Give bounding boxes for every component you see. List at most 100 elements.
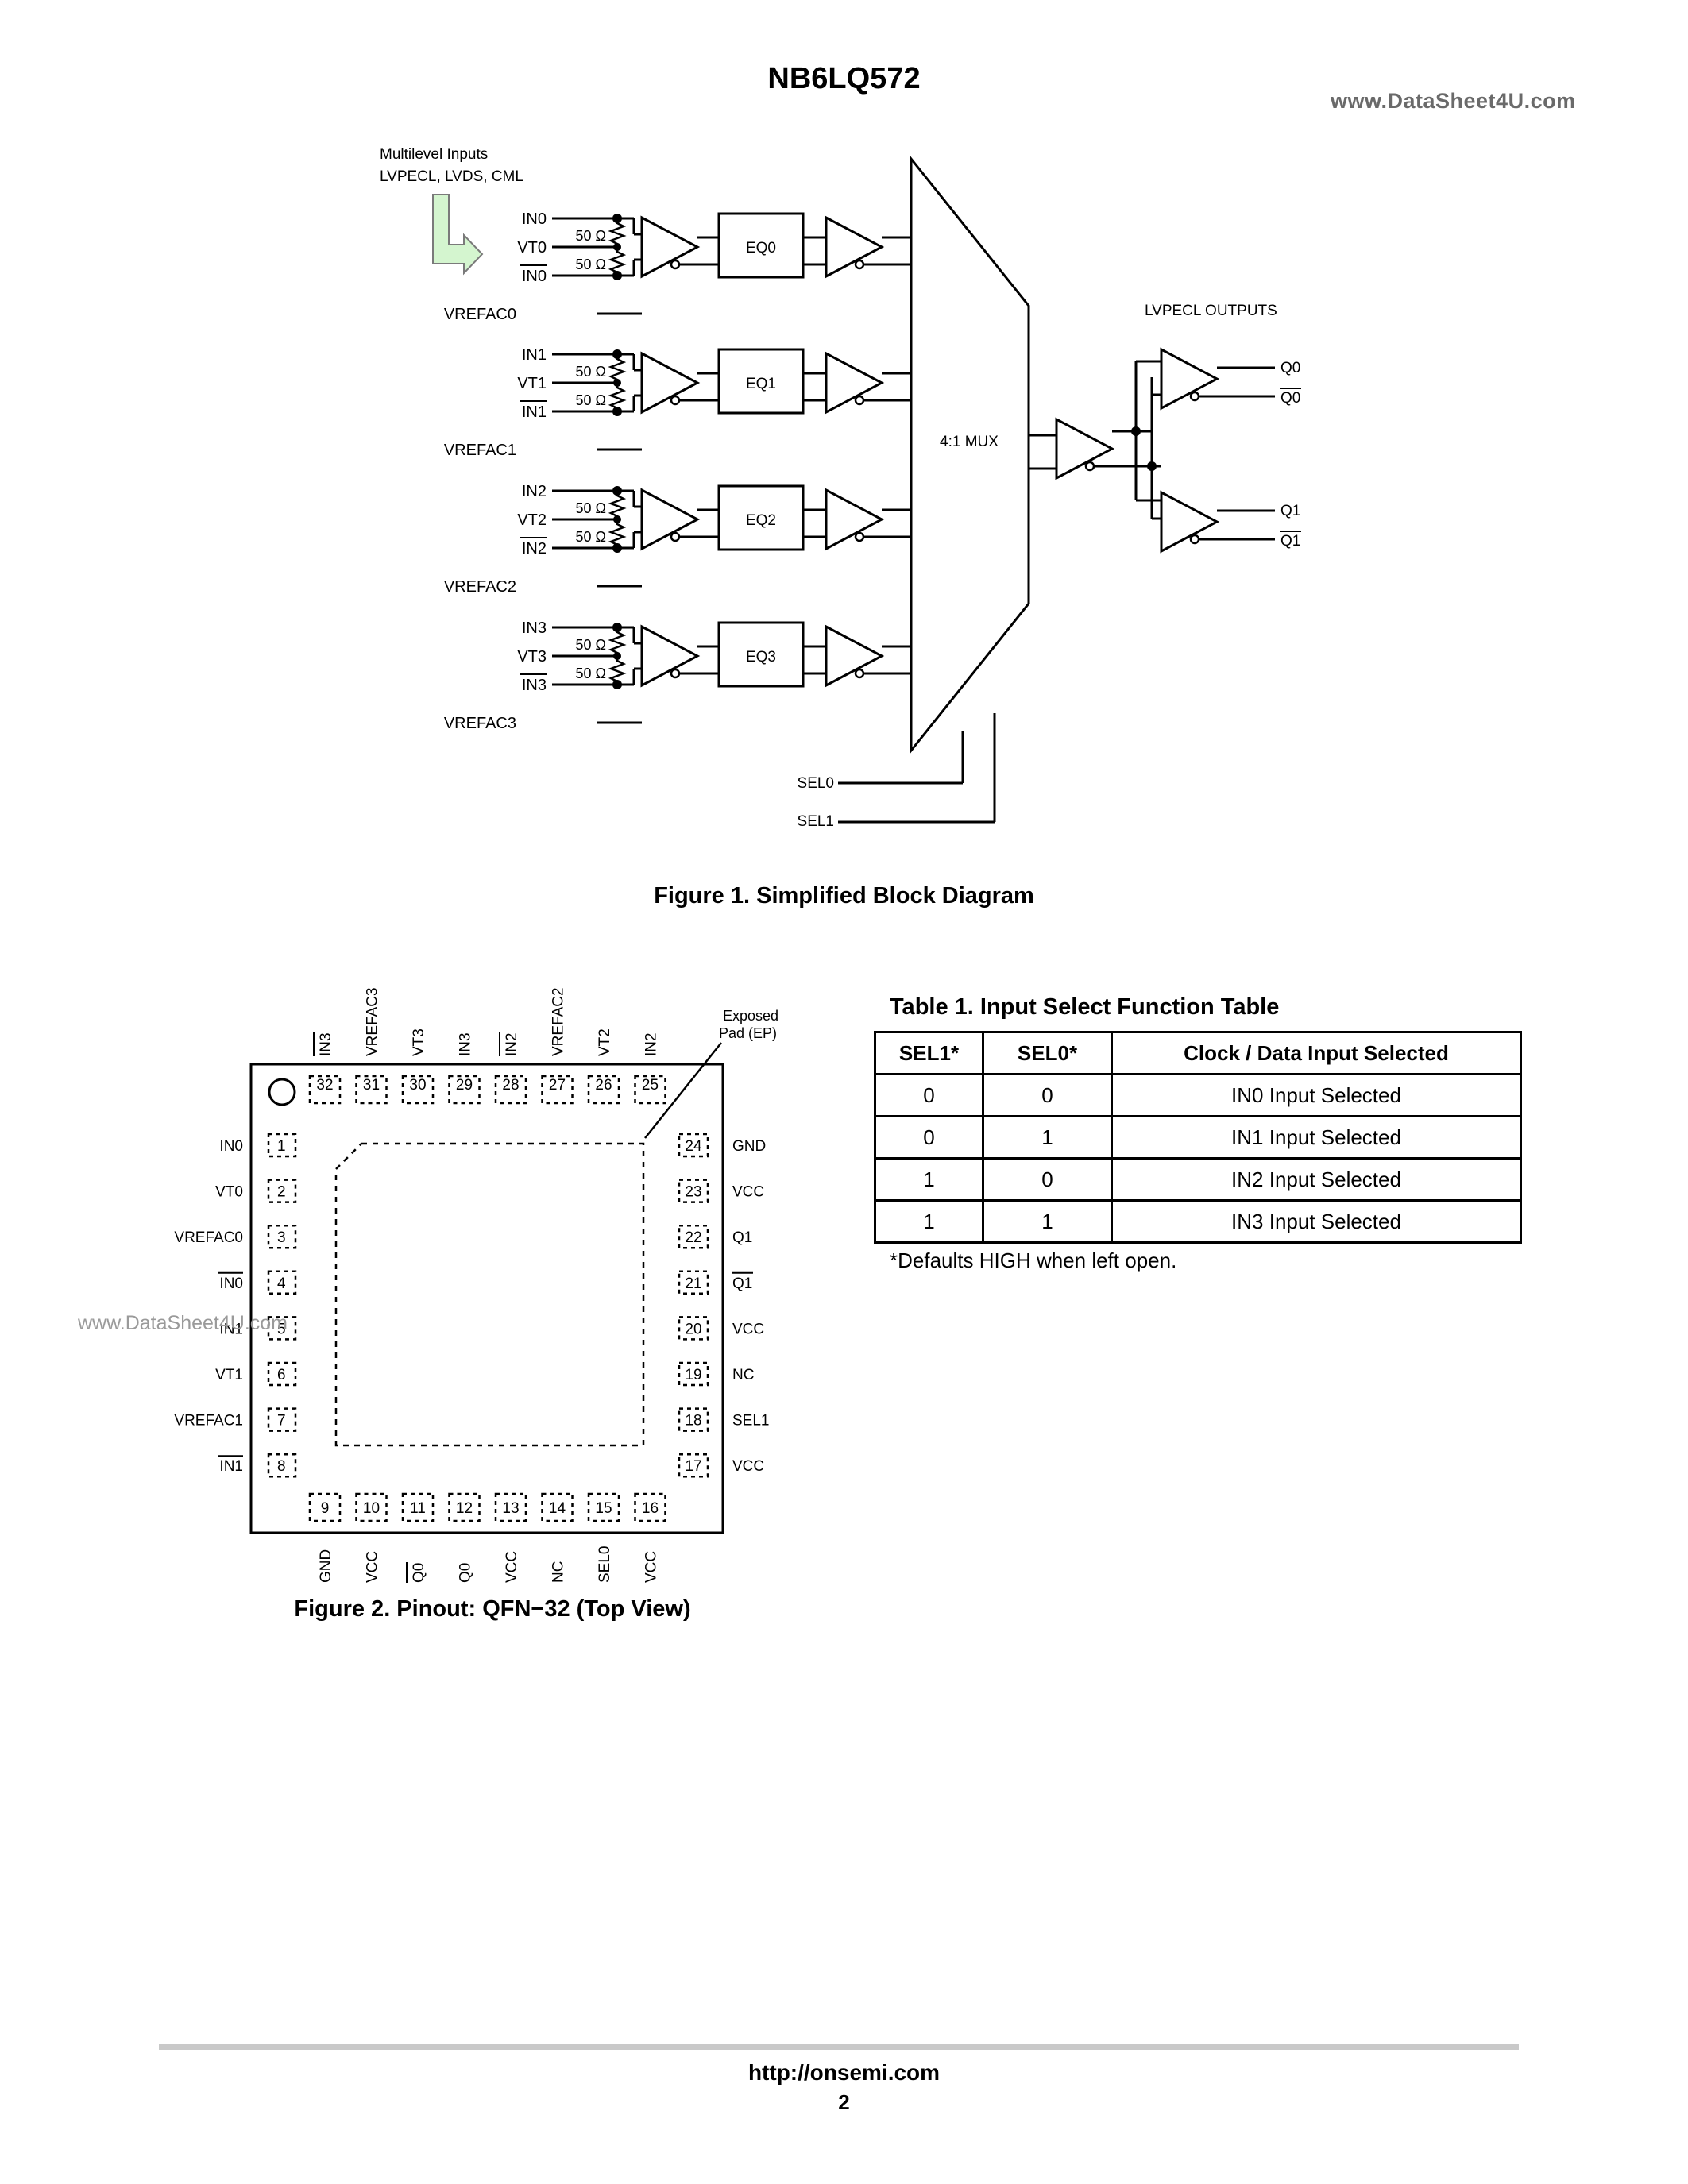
table-cell: IN3 Input Selected bbox=[1111, 1199, 1522, 1244]
table-cell: 1 bbox=[874, 1157, 984, 1202]
pin-pad bbox=[308, 1075, 342, 1105]
pin-pad bbox=[678, 1361, 709, 1387]
pin-number: 26 bbox=[595, 1077, 612, 1094]
pin-pad bbox=[448, 1075, 481, 1105]
table-row: 1 1 IN3 Input Selected bbox=[874, 1199, 1522, 1244]
pin-pad bbox=[308, 1492, 342, 1522]
pin-pad bbox=[494, 1075, 527, 1105]
table1-title: Table 1. Input Select Function Table bbox=[890, 994, 1280, 1020]
page-number: 2 bbox=[838, 2090, 850, 2114]
pin-number: 5 bbox=[277, 1321, 286, 1337]
pin-number: 15 bbox=[595, 1500, 612, 1517]
pin-pad bbox=[634, 1075, 666, 1105]
equalizer-label: EQ2 bbox=[746, 512, 776, 529]
pin-number: 6 bbox=[277, 1367, 286, 1383]
output-q0-bar-label: Q0 bbox=[1280, 390, 1300, 407]
vt-pin-label: VT1 bbox=[517, 375, 547, 392]
table-cell: 0 bbox=[982, 1073, 1113, 1117]
footer-url-link[interactable]: http://onsemi.com bbox=[747, 2060, 941, 2085]
pin-name-label: VCC bbox=[504, 1551, 520, 1583]
inverting-bubble bbox=[1189, 391, 1200, 402]
pin-name-label: IN3 bbox=[318, 1032, 334, 1056]
junction-dot bbox=[612, 486, 622, 496]
pin-name-label: Q1 bbox=[732, 1275, 752, 1292]
pin-name-label: IN2 bbox=[504, 1032, 520, 1056]
mux-output-buffer bbox=[1055, 417, 1115, 480]
col-header: SEL0* bbox=[982, 1031, 1113, 1075]
pin-name-label: VREFAC2 bbox=[550, 987, 567, 1056]
pin-number: 22 bbox=[685, 1229, 701, 1246]
junction-dot bbox=[612, 271, 622, 280]
pin-pad bbox=[448, 1492, 481, 1522]
eq-output-buffer bbox=[825, 351, 885, 415]
pin-name-label: VCC bbox=[732, 1184, 764, 1201]
equalizer-label: EQ0 bbox=[746, 240, 776, 257]
pin-name-label: IN1 bbox=[219, 1321, 243, 1337]
pin-name-label: SEL1 bbox=[732, 1413, 769, 1430]
table-row: 0 1 IN1 Input Selected bbox=[874, 1115, 1522, 1160]
equalizer-block bbox=[717, 212, 805, 279]
input-note-text: Multilevel Inputs bbox=[380, 146, 488, 163]
input-buffer bbox=[640, 215, 701, 279]
outputs-label: LVPECL OUTPUTS bbox=[1145, 303, 1277, 319]
pin-name-label: VREFAC1 bbox=[174, 1413, 243, 1430]
pin-pad bbox=[267, 1224, 297, 1249]
pin-pad bbox=[267, 1270, 297, 1295]
pin-number: 32 bbox=[316, 1077, 333, 1094]
pin-name-label: SEL0 bbox=[597, 1546, 613, 1583]
junction-dot bbox=[612, 680, 622, 689]
pin-number: 19 bbox=[685, 1367, 701, 1383]
pin-name-label: IN1 bbox=[219, 1458, 243, 1475]
pin-number: 1 bbox=[277, 1138, 286, 1155]
junction-dot bbox=[613, 652, 621, 660]
junction-dot bbox=[613, 379, 621, 387]
pin-name-label: VT3 bbox=[411, 1028, 427, 1056]
pin-number: 7 bbox=[277, 1413, 286, 1430]
pin-number: 17 bbox=[685, 1458, 701, 1475]
table-row: 0 0 IN0 Input Selected bbox=[874, 1073, 1522, 1117]
figure2-caption: Figure 2. Pinout: QFN−32 (Top View) bbox=[294, 1596, 691, 1622]
table1-footnote: *Defaults HIGH when left open. bbox=[890, 1248, 1177, 1272]
equalizer-block bbox=[717, 348, 805, 415]
vrefac-pin-label: VREFAC0 bbox=[444, 306, 516, 323]
vt-pin-label: VT3 bbox=[517, 648, 547, 666]
inverting-bubble bbox=[854, 395, 865, 406]
pin-name-label: VCC bbox=[732, 1458, 764, 1475]
pin-number: 18 bbox=[685, 1413, 701, 1430]
resistor-label: 50 Ω bbox=[576, 257, 606, 272]
inverting-bubble bbox=[854, 668, 865, 679]
pin-number: 12 bbox=[456, 1500, 473, 1517]
inverting-bubble bbox=[854, 531, 865, 542]
pin-name-label: NC bbox=[732, 1367, 754, 1383]
pin-pad bbox=[678, 1224, 709, 1249]
pin-name-label: Q1 bbox=[732, 1229, 752, 1246]
pin1-indicator bbox=[268, 1078, 296, 1106]
page-title: NB6LQ572 bbox=[767, 62, 921, 95]
pin-number: 23 bbox=[685, 1184, 701, 1201]
sel1-label: SEL1 bbox=[798, 813, 834, 830]
pin-number: 13 bbox=[502, 1500, 519, 1517]
pin-pad bbox=[401, 1075, 435, 1105]
exposed-pad-label: Exposed bbox=[723, 1008, 778, 1024]
pin-pad bbox=[678, 1179, 709, 1203]
table-cell: 1 bbox=[874, 1199, 984, 1244]
pin-pad bbox=[401, 1492, 435, 1522]
junction-dot bbox=[612, 623, 622, 632]
table-header-row: SEL1* SEL0* Clock / Data Input Selected bbox=[874, 1031, 1522, 1075]
output-q0-label: Q0 bbox=[1280, 360, 1300, 376]
pin-pad bbox=[634, 1492, 666, 1522]
equalizer-block bbox=[717, 621, 805, 688]
watermark-body: www.DataSheet4U.com bbox=[78, 1312, 288, 1334]
vt-pin-label: VT0 bbox=[517, 239, 547, 257]
pin-pad bbox=[267, 1133, 297, 1158]
table-cell: IN1 Input Selected bbox=[1111, 1115, 1522, 1160]
pin-pad bbox=[494, 1492, 527, 1522]
junction-dot bbox=[613, 515, 621, 523]
pin-number: 10 bbox=[363, 1500, 380, 1517]
resistor-label: 50 Ω bbox=[576, 392, 606, 408]
qfn-package-outline bbox=[249, 1063, 724, 1534]
pin-name-label: IN2 bbox=[643, 1032, 660, 1056]
exposed-pad-label: Pad (EP) bbox=[719, 1025, 777, 1041]
